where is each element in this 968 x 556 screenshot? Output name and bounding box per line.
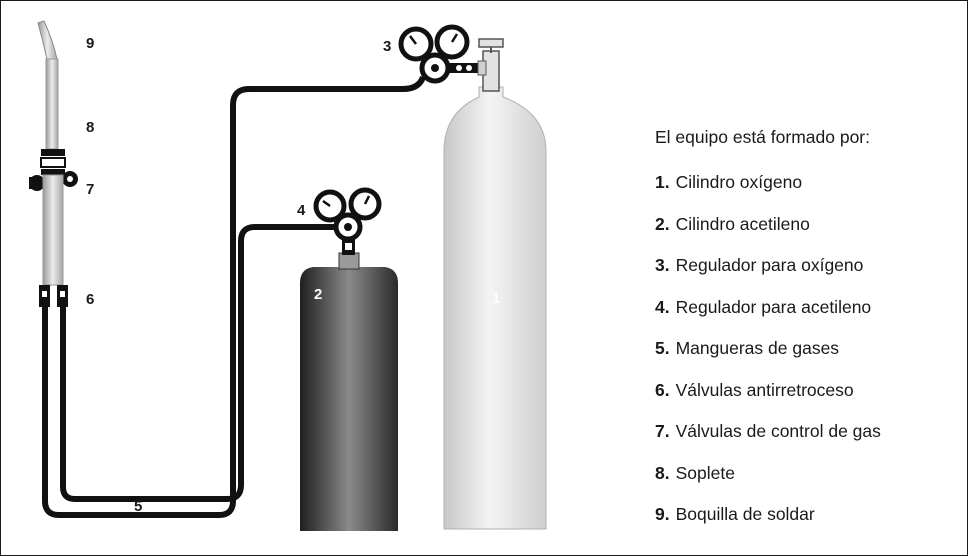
callout-7: 7 — [86, 181, 94, 198]
legend-item: 9.Boquilla de soldar — [655, 504, 965, 546]
callout-6: 6 — [86, 291, 94, 308]
legend-item: 2.Cilindro acetileno — [655, 214, 965, 256]
legend-item-number: 6. — [655, 379, 670, 400]
callout-2: 2 — [314, 286, 322, 303]
legend-item: 6.Válvulas antirretroceso — [655, 380, 965, 422]
oxygen-regulator — [398, 24, 487, 84]
legend-item-number: 8. — [655, 462, 670, 483]
acetylene-cylinder — [300, 239, 398, 531]
callout-labels: 1 2 3 4 5 6 7 8 9 — [86, 35, 500, 515]
legend-heading: El equipo está formado por: — [655, 127, 870, 147]
equipment-legend: El equipo está formado por: 1.Cilindro o… — [655, 127, 965, 546]
legend-item-text: Mangueras de gases — [675, 338, 840, 358]
legend-list: 1.Cilindro oxígeno 2.Cilindro acetileno … — [655, 172, 965, 546]
legend-item: 5.Mangueras de gases — [655, 338, 965, 380]
legend-item-text: Cilindro oxígeno — [675, 172, 803, 192]
legend-item-text: Válvulas antirretroceso — [675, 379, 854, 400]
legend-item-text: Regulador para acetileno — [675, 296, 872, 317]
legend-item-number: 1. — [655, 172, 670, 192]
legend-item-number: 9. — [655, 504, 670, 524]
legend-item-number: 7. — [655, 421, 670, 441]
callout-4: 4 — [297, 202, 306, 219]
legend-item-text: Boquilla de soldar — [675, 504, 815, 524]
gas-hoses — [42, 75, 426, 518]
legend-item-text: Válvulas de control de gas — [675, 421, 881, 441]
legend-item-number: 4. — [655, 296, 670, 317]
legend-item-number: 2. — [655, 213, 670, 234]
oxygen-cylinder — [443, 38, 547, 530]
legend-item: 4.Regulador para acetileno — [655, 297, 965, 339]
callout-9: 9 — [86, 35, 94, 52]
legend-item: 1.Cilindro oxígeno — [655, 172, 965, 214]
callout-8: 8 — [86, 119, 94, 136]
legend-item-text: Soplete — [675, 462, 735, 483]
callout-3: 3 — [383, 38, 391, 55]
callout-5: 5 — [134, 498, 142, 515]
legend-item: 3.Regulador para oxígeno — [655, 255, 965, 297]
legend-item: 7.Válvulas de control de gas — [655, 421, 965, 463]
legend-item-text: Regulador para oxígeno — [675, 255, 864, 275]
acetylene-regulator — [313, 187, 382, 242]
legend-item-text: Cilindro acetileno — [675, 213, 810, 234]
legend-item-number: 3. — [655, 255, 670, 275]
legend-item: 8.Soplete — [655, 463, 965, 505]
welding-torch — [29, 20, 78, 307]
welding-equipment-diagram: 1 2 3 4 5 6 7 8 9 — [29, 20, 547, 531]
legend-item-number: 5. — [655, 338, 670, 358]
callout-1: 1 — [492, 290, 500, 307]
